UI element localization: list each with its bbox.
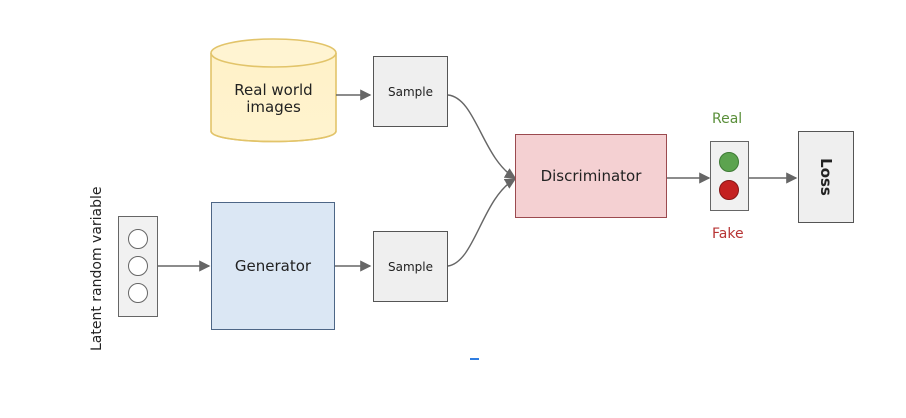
loss-label: Loss	[816, 158, 835, 196]
real-label: Real	[712, 111, 743, 127]
latent-circle-2-icon	[128, 256, 148, 276]
real-world-images-label: Real world images	[234, 80, 313, 116]
real-world-images-cylinder	[210, 38, 337, 143]
sample-box-top: Sample	[373, 56, 448, 127]
discriminator-box: Discriminator	[515, 134, 667, 218]
latent-random-variable-label: Latent random variable	[89, 186, 105, 351]
generator-box: Generator	[211, 202, 335, 330]
sample-box-top-label: Sample	[388, 84, 433, 99]
latent-circle-1-icon	[128, 229, 148, 249]
fake-label: Fake	[712, 226, 744, 242]
arrow-top-sample-to-discriminator	[447, 94, 517, 179]
fake-light-icon	[719, 180, 739, 200]
real-light-icon	[719, 152, 739, 172]
generator-label: Generator	[234, 257, 312, 275]
small-blue-mark	[470, 358, 479, 360]
discriminator-label: Discriminator	[540, 167, 642, 185]
sample-box-bottom-label: Sample	[388, 259, 433, 274]
loss-box: Loss	[798, 131, 854, 223]
sample-box-bottom: Sample	[373, 231, 448, 302]
arrow-bottom-sample-to-discriminator	[447, 178, 517, 267]
latent-circle-3-icon	[128, 283, 148, 303]
